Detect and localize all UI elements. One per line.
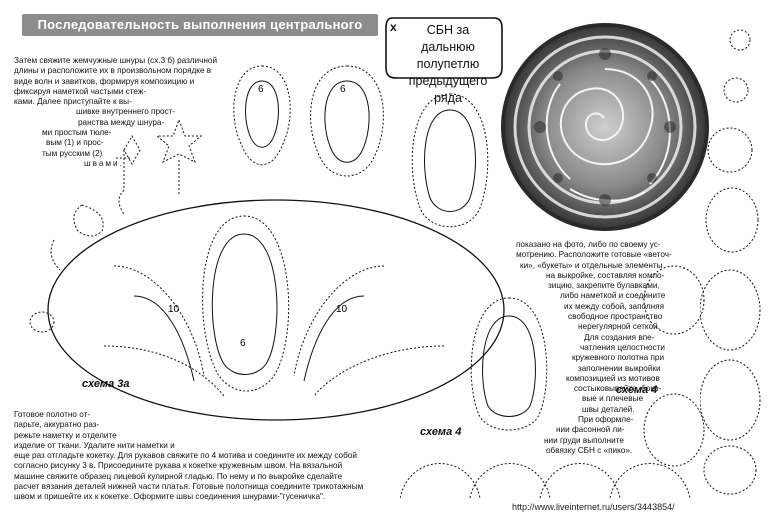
bottom-text: Готовое полотно от- парьте, аккуратно ра… <box>14 410 394 503</box>
bottom-line: машине свяжите образец лицевой кулирной … <box>14 471 343 481</box>
right-line: свободное пространство <box>568 312 663 322</box>
right-line: Для создания впе- <box>584 332 655 342</box>
right-line: их между собой, заполняя <box>564 301 665 311</box>
intro-line: виде волн и завитков, формируя композици… <box>14 76 195 86</box>
right-line: чатления целостности <box>580 342 665 352</box>
bottom-line: изделие от ткани. Удалите нити наметки и <box>14 440 175 450</box>
right-text: показано на фото, либо по своему ус- мот… <box>516 240 726 456</box>
right-line: мотрению. Расположите готовые «веточ- <box>516 250 672 260</box>
right-line: либо наметкой и соедините <box>560 291 666 301</box>
right-line: кружевного полотна при <box>572 353 665 363</box>
bottom-arches <box>400 463 691 499</box>
right-line: нии груди выполните <box>544 435 624 445</box>
right-line: зицию, закрепите булавками, <box>548 281 660 291</box>
scheme-4-diagram <box>470 297 548 431</box>
right-line: При оформле- <box>578 415 634 425</box>
num-6-label: 6 <box>340 84 346 95</box>
source-url: http://www.liveinternet.ru/users/3443854… <box>512 502 675 512</box>
right-line: вые и плечевые <box>582 394 644 404</box>
intro-line: ками. Далее приступайте к вы- <box>14 97 132 107</box>
bottom-line: парьте, аккуратно раз- <box>14 420 100 430</box>
bottom-line: швом и пришейте их к кокетке. Оформите ш… <box>14 492 326 502</box>
bottom-line: режьте наметку и отделите <box>14 430 117 440</box>
oval-motif-right <box>411 93 489 228</box>
num-10-label: 10 <box>168 304 180 315</box>
right-line: нерегулярной сеткой. <box>578 322 660 332</box>
num-10-label: 10 <box>336 304 348 315</box>
scheme-4-label-right: схема 4 <box>616 384 658 396</box>
right-line: ки», «букеты» и отдельные элементы <box>520 260 663 270</box>
right-line: на выкройке, составляя компо- <box>546 270 665 280</box>
intro-line: тым русским (2) <box>42 148 103 158</box>
scheme-4-label-left: схема 4 <box>420 426 462 438</box>
intro-line: шивке внутреннего прост- <box>76 107 176 117</box>
right-line: обвязку СБН с «пико». <box>546 445 633 455</box>
right-line: нии фасонной ли- <box>556 425 625 435</box>
right-line: показано на фото, либо по своему ус- <box>516 240 661 249</box>
legend-frame <box>385 17 503 79</box>
right-line: состыковывайте, боко- <box>574 384 662 394</box>
right-line: швы деталей. <box>582 404 635 414</box>
intro-line: ми простым тюле- <box>42 128 112 138</box>
bottom-line: Готовое полотно от- <box>14 410 91 419</box>
x-symbol-icon: x <box>390 20 397 34</box>
intro-text: Затем свяжите жемчужные шнуры (сх.3 б) р… <box>14 56 224 169</box>
chain-motifs-right <box>700 29 761 495</box>
intro-line: ранства между шнура- <box>78 117 165 127</box>
bottom-line: расчет вязания деталей нижней части плат… <box>14 482 364 492</box>
intro-line: вым (1) и прос- <box>46 138 104 148</box>
num-6-label: 6 <box>240 338 246 349</box>
motif-photo <box>501 23 709 231</box>
intro-line: длины и расположите их в произвольном по… <box>14 66 212 76</box>
page-title: Последовательность выполнения центрально… <box>22 14 378 54</box>
intro-line: фиксируя наметкой частыми стеж- <box>14 86 147 96</box>
intro-line: Затем свяжите жемчужные шнуры (сх.3 б) р… <box>14 56 218 65</box>
legend-text: СБН за дальнюю полупетлю предыдущего ряд… <box>408 23 488 105</box>
small-motifs-left <box>29 118 203 333</box>
right-line: композицией из мотивов <box>566 373 660 383</box>
scheme-3a-diagram: 10 10 6 <box>47 199 505 421</box>
num-6-label: 6 <box>258 84 264 95</box>
oval-motifs-top: 6 6 <box>233 65 384 177</box>
scheme-3a-label: схема 3а <box>82 378 130 390</box>
bottom-line: еще раз отгладьте кокетку. Для рукавов с… <box>14 451 357 461</box>
intro-line: швами. <box>84 158 124 168</box>
right-line: заполнении выкройки <box>578 363 661 373</box>
bottom-line: согласно рисунку 3 в. Присоедините рукав… <box>14 461 343 471</box>
lace-motifs-lower <box>643 265 705 467</box>
